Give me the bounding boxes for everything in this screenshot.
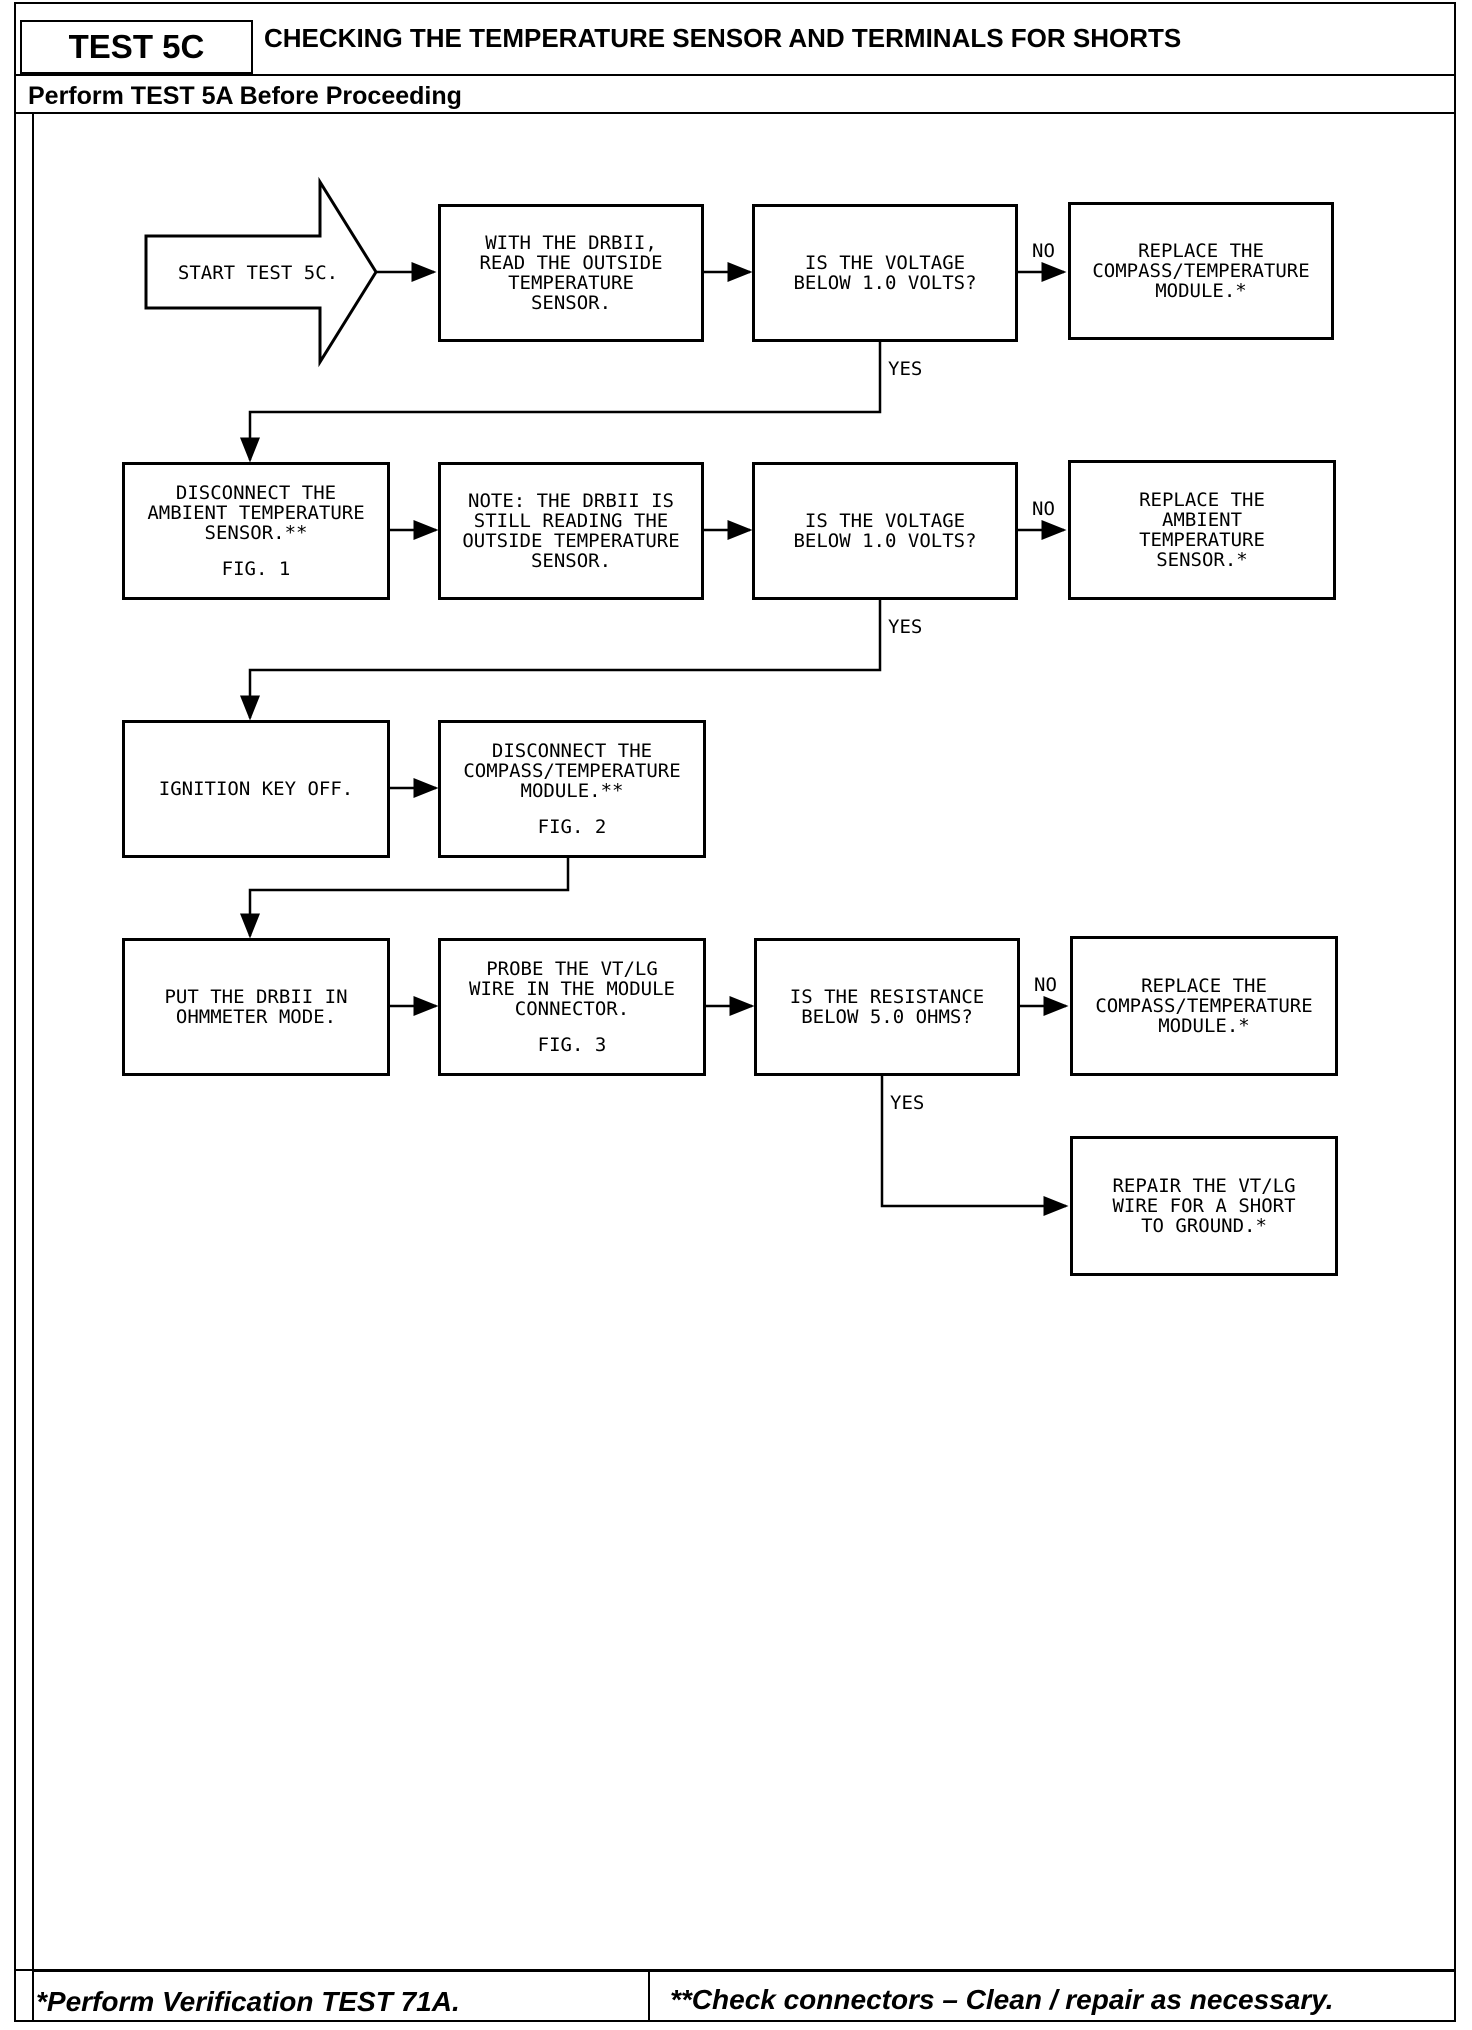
replace-module-1-line-1: REPLACE THE	[1138, 240, 1264, 262]
resistance-question-box: IS THE RESISTANCE BELOW 5.0 OHMS?	[754, 938, 1020, 1076]
read-sensor-line-4: SENSOR.	[530, 292, 612, 314]
disconnect-ambient-line-3: SENSOR.**	[204, 522, 308, 544]
inner-left-rule	[32, 113, 34, 1971]
disconnect-module-line-3: MODULE.**	[520, 780, 624, 802]
ignition-off-box: IGNITION KEY OFF.	[122, 720, 390, 858]
read-sensor-line-1: WITH THE DRBII,	[485, 232, 657, 254]
fig-1-label: FIG. 1	[221, 558, 291, 580]
replace-module-2-line-2: COMPASS/TEMPERATURE	[1095, 995, 1313, 1017]
ohmmeter-line-1: PUT THE DRBII IN	[164, 986, 348, 1008]
no-label-1: NO	[1032, 240, 1055, 262]
replace-ambient-line-2: AMBIENT	[1161, 509, 1243, 531]
repair-line-3: TO GROUND.*	[1141, 1215, 1267, 1237]
fig-3-label: FIG. 3	[537, 1034, 607, 1056]
no-label-3: NO	[1034, 974, 1057, 996]
footer-frame	[32, 1970, 1456, 2022]
q1-line-1: IS THE VOLTAGE	[804, 252, 966, 274]
q2-line-2: BELOW 1.0 VOLTS?	[793, 530, 977, 552]
repair-line-1: REPAIR THE VT/LG	[1112, 1175, 1296, 1197]
ohmmeter-line-2: OHMMETER MODE.	[175, 1006, 337, 1028]
yes-label-3: YES	[890, 1092, 925, 1114]
test-id: TEST 5C	[20, 20, 253, 74]
read-sensor-line-2: READ THE OUTSIDE	[479, 252, 663, 274]
ignition-off-text: IGNITION KEY OFF.	[158, 778, 354, 800]
no-label-2: NO	[1032, 498, 1055, 520]
start-arrow-shape	[144, 176, 378, 368]
footer-connectors-note: **Check connectors – Clean / repair as n…	[670, 1984, 1334, 2015]
replace-ambient-box: REPLACE THE AMBIENT TEMPERATURE SENSOR.*	[1068, 460, 1336, 600]
probe-line-1: PROBE THE VT/LG	[486, 958, 658, 980]
note-line-3: OUTSIDE TEMPERATURE	[462, 530, 680, 552]
probe-line-3: CONNECTOR.	[514, 998, 630, 1020]
replace-module-2-line-3: MODULE.*	[1158, 1015, 1250, 1037]
q1-line-2: BELOW 1.0 VOLTS?	[793, 272, 977, 294]
repair-wire-box: REPAIR THE VT/LG WIRE FOR A SHORT TO GRO…	[1070, 1136, 1338, 1276]
note-line-2: STILL READING THE	[473, 510, 669, 532]
replace-ambient-line-4: SENSOR.*	[1156, 549, 1248, 571]
read-sensor-line-3: TEMPERATURE	[508, 272, 634, 294]
disconnect-module-box: DISCONNECT THE COMPASS/TEMPERATURE MODUL…	[438, 720, 706, 858]
footer-divider	[648, 1970, 650, 2022]
probe-line-2: WIRE IN THE MODULE	[469, 978, 675, 1000]
note-box: NOTE: THE DRBII IS STILL READING THE OUT…	[438, 462, 704, 600]
disconnect-module-line-1: DISCONNECT THE	[491, 740, 653, 762]
replace-module-box-1: REPLACE THE COMPASS/TEMPERATURE MODULE.*	[1068, 202, 1334, 340]
q3-line-1: IS THE RESISTANCE	[789, 986, 985, 1008]
read-sensor-box: WITH THE DRBII, READ THE OUTSIDE TEMPERA…	[438, 204, 704, 342]
yes-label-1: YES	[888, 358, 923, 380]
ohmmeter-mode-box: PUT THE DRBII IN OHMMETER MODE.	[122, 938, 390, 1076]
replace-ambient-line-1: REPLACE THE	[1139, 489, 1265, 511]
probe-wire-box: PROBE THE VT/LG WIRE IN THE MODULE CONNE…	[438, 938, 706, 1076]
footer-verification-note: *Perform Verification TEST 71A.	[36, 1986, 460, 2017]
yes-label-2: YES	[888, 616, 923, 638]
disconnect-module-line-2: COMPASS/TEMPERATURE	[463, 760, 681, 782]
start-test-label: START TEST 5C.	[177, 262, 339, 284]
header-rule	[14, 74, 1456, 114]
disconnect-ambient-box: DISCONNECT THE AMBIENT TEMPERATURE SENSO…	[122, 462, 390, 600]
replace-module-2-line-1: REPLACE THE	[1141, 975, 1267, 997]
disconnect-ambient-line-1: DISCONNECT THE	[175, 482, 337, 504]
note-line-1: NOTE: THE DRBII IS	[468, 490, 674, 512]
page-title: CHECKING THE TEMPERATURE SENSOR AND TERM…	[264, 22, 1182, 53]
note-line-4: SENSOR.	[530, 550, 612, 572]
replace-module-1-line-3: MODULE.*	[1155, 280, 1247, 302]
fig-2-label: FIG. 2	[537, 816, 607, 838]
replace-module-box-2: REPLACE THE COMPASS/TEMPERATURE MODULE.*	[1070, 936, 1338, 1076]
replace-module-1-line-2: COMPASS/TEMPERATURE	[1092, 260, 1310, 282]
voltage-question-box-2: IS THE VOLTAGE BELOW 1.0 VOLTS?	[752, 462, 1018, 600]
replace-ambient-line-3: TEMPERATURE	[1139, 529, 1265, 551]
voltage-question-box-1: IS THE VOLTAGE BELOW 1.0 VOLTS?	[752, 204, 1018, 342]
q3-line-2: BELOW 5.0 OHMS?	[801, 1006, 973, 1028]
page-subtitle: Perform TEST 5A Before Proceeding	[28, 81, 462, 110]
repair-line-2: WIRE FOR A SHORT	[1112, 1195, 1296, 1217]
q2-line-1: IS THE VOLTAGE	[804, 510, 966, 532]
disconnect-ambient-line-2: AMBIENT TEMPERATURE	[147, 502, 365, 524]
